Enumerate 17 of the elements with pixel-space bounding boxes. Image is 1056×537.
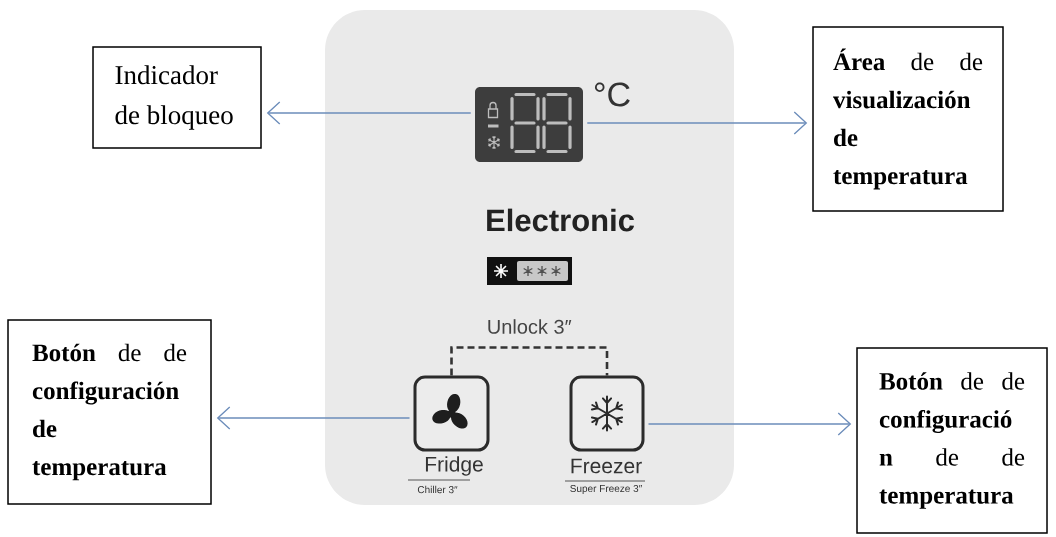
arrow (586, 111, 808, 135)
button-caption: Chiller 3″ (417, 485, 458, 494)
button-label: Freezer (571, 458, 642, 474)
touch-button (569, 375, 645, 452)
panel-title: Electronic (487, 208, 635, 232)
unit-label: °C (594, 82, 630, 107)
button-caption: Super Freeze 3″ (570, 485, 643, 495)
callout-box: Indicador de bloqueo (92, 46, 262, 149)
edge-label: Unlock 3″ (484, 317, 574, 336)
arrow (216, 406, 411, 430)
arrow (266, 101, 472, 125)
button-label: Fridge (425, 456, 483, 476)
callout-box: Botón de de configuració n de de temperatura (856, 347, 1048, 534)
callout-box: Botón de de configuración de temperatura (7, 319, 212, 505)
callout-box: Área de de visualización de temperatura (812, 26, 1004, 212)
connector-line (450, 346, 609, 376)
arrow (647, 412, 852, 436)
